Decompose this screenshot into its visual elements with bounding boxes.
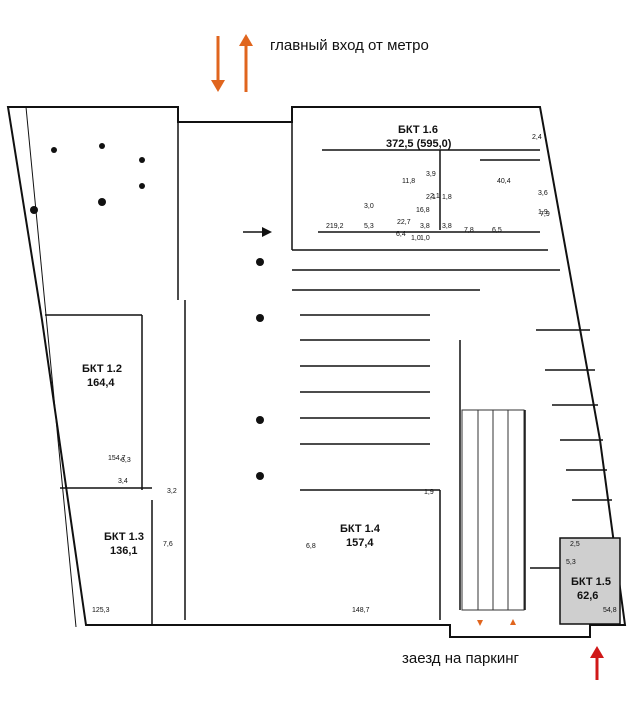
unit-name: БКТ 1.6 (398, 124, 438, 136)
room-area-label: 2,1 (430, 193, 440, 200)
room-area-label: 3,8 (442, 223, 452, 230)
room-area-label: 54,8 (603, 607, 617, 614)
central-ramp (461, 409, 525, 611)
unit-area: 164,4 (87, 377, 115, 389)
room-area-label: 2,5 (570, 541, 580, 548)
unit-area: 372,5 (595,0) (386, 138, 452, 150)
room-area-label: 5,3 (364, 223, 374, 230)
unit-name: БКТ 1.5 (571, 576, 611, 588)
room-area-label: 1,0 (420, 235, 430, 242)
room-area-label: 6,3 (121, 457, 131, 464)
room-area-label: 219,2 (326, 223, 344, 230)
entry-arrow (243, 227, 272, 237)
unit-labels: БКТ 1.6 372,5 (595,0) БКТ 1.2 164,4 БКТ … (82, 124, 611, 602)
room-area-label: 11,8 (402, 178, 415, 185)
room-area-label: 6,5 (492, 227, 502, 234)
interior-walls (45, 122, 612, 625)
room-area-label: 16,8 (416, 207, 430, 214)
room-area-label: 6,4 (396, 231, 406, 238)
parking-entrance-arrow (477, 619, 604, 680)
room-area-label: 7,6 (163, 541, 173, 548)
unit-area: 136,1 (110, 545, 138, 557)
metro-entrance-arrows (211, 34, 253, 92)
room-area-label: 3,8 (420, 223, 430, 230)
unit-1-5-fill (559, 537, 621, 625)
room-area-label: 3,6 (538, 190, 548, 197)
unit-name: БКТ 1.2 (82, 363, 122, 375)
top-caption: главный вход от метро (270, 37, 429, 54)
unit-name: БКТ 1.3 (104, 531, 144, 543)
room-area-label: 40,4 (497, 178, 511, 185)
room-area-label: 6,8 (306, 543, 316, 550)
room-area-label: 22,7 (397, 219, 411, 226)
unit-area: 62,6 (577, 590, 598, 602)
room-area-label: 5,3 (566, 559, 576, 566)
room-area-label: 3,4 (118, 478, 128, 485)
room-area-label: 148,7 (352, 607, 370, 614)
bottom-caption: заезд на паркинг (402, 650, 520, 667)
room-area-label: 7,8 (464, 227, 474, 234)
room-area-label: 2,1 (426, 194, 436, 201)
building-outline (6, 106, 627, 638)
room-area-label: 125,3 (92, 607, 110, 614)
room-area-label: 3,0 (364, 203, 374, 210)
room-area-label: 2,4 (532, 134, 542, 141)
room-area-label: 3,9 (426, 171, 436, 178)
unit-name: БКТ 1.4 (340, 523, 381, 535)
room-area-label: 3,2 (167, 488, 177, 495)
room-area-label: 1,9 (424, 489, 434, 496)
room-area-label: 7,9 (540, 211, 550, 218)
room-area-label: 154,7 (108, 455, 126, 462)
unit-area: 157,4 (346, 537, 374, 549)
room-area-label: 1,9 (538, 209, 548, 216)
columns (30, 143, 264, 480)
room-area-label: 1,8 (442, 194, 452, 201)
room-area-label: 1,0 (411, 235, 421, 242)
